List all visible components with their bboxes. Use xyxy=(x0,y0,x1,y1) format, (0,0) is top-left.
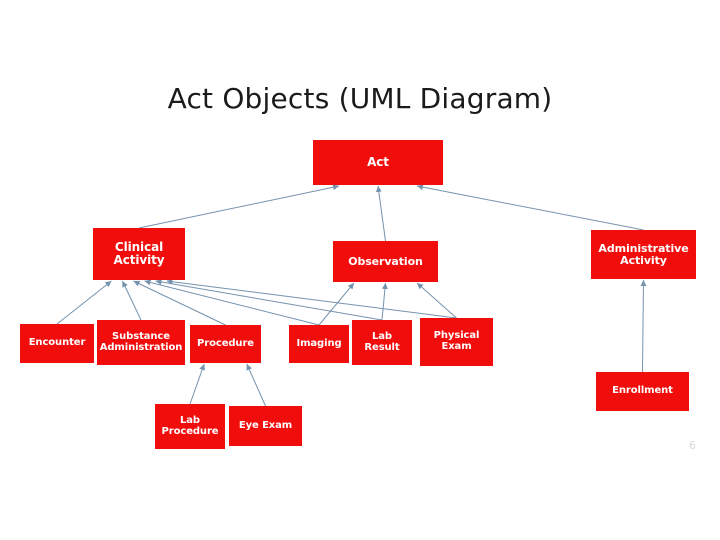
uml-edge-labproc-to-procedure xyxy=(189,363,206,405)
uml-node-clinical: Clinical Activity xyxy=(93,228,185,280)
uml-edge-physexam-to-observation xyxy=(416,282,457,319)
uml-node-procedure: Procedure xyxy=(190,325,261,363)
uml-node-imaging: Imaging xyxy=(289,325,349,363)
uml-node-encounter: Encounter xyxy=(20,324,94,363)
uml-edge-imaging-to-observation xyxy=(318,282,355,326)
uml-node-labresult: Lab Result xyxy=(352,320,412,365)
uml-node-admin: Administrative Activity xyxy=(591,230,696,279)
page-title: Act Objects (UML Diagram) xyxy=(167,82,553,115)
uml-node-observation: Observation xyxy=(333,241,438,282)
uml-node-labproc: Lab Procedure xyxy=(155,404,225,449)
uml-edge-encounter-to-clinical xyxy=(56,280,112,325)
uml-edge-imaging-to-clinical xyxy=(144,279,320,326)
uml-node-act: Act xyxy=(313,140,443,185)
uml-edge-observation-to-act xyxy=(375,185,386,242)
uml-node-substance: Substance Administration xyxy=(97,320,185,365)
uml-edge-clinical-to-act xyxy=(138,184,340,229)
uml-edge-physexam-to-clinical xyxy=(166,278,457,319)
uml-edge-labresult-to-clinical xyxy=(155,279,383,321)
uml-edge-admin-to-act xyxy=(416,184,644,231)
uml-edge-labresult-to-observation xyxy=(381,282,388,321)
uml-edge-eyeexam-to-procedure xyxy=(246,363,266,407)
page-number: 6 xyxy=(689,439,696,452)
uml-edge-enrollment-to-admin xyxy=(640,279,647,373)
uml-node-eyeexam: Eye Exam xyxy=(229,406,302,446)
uml-node-physexam: Physical Exam xyxy=(420,318,493,366)
uml-node-enrollment: Enrollment xyxy=(596,372,689,411)
uml-edge-procedure-to-clinical xyxy=(133,280,226,326)
uml-edge-substance-to-clinical xyxy=(121,280,142,321)
